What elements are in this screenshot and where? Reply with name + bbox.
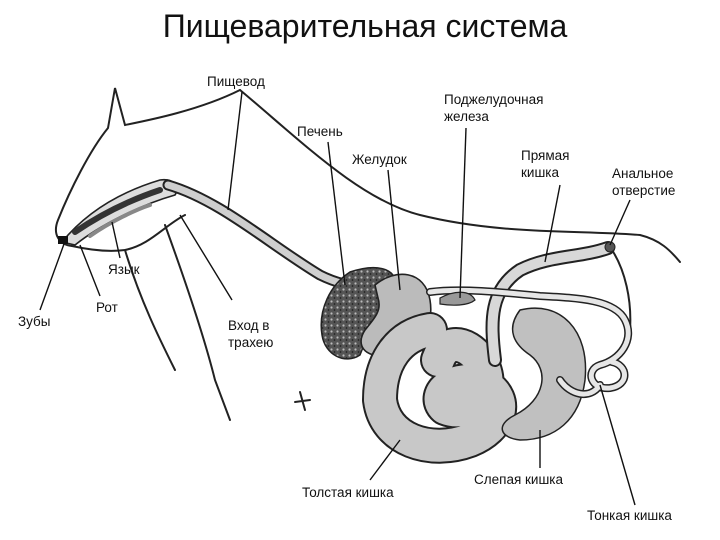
label-tongue: Язык bbox=[108, 262, 140, 277]
leader-small-intestine bbox=[600, 385, 635, 505]
leader-pancreas bbox=[460, 128, 466, 298]
label-trachea-line1: Вход в bbox=[228, 318, 269, 333]
label-liver: Печень bbox=[297, 124, 343, 139]
leader-liver bbox=[328, 142, 345, 285]
label-pancreas-line1: Поджелудочная bbox=[444, 92, 543, 107]
leader-teeth bbox=[40, 244, 64, 310]
leader-rectum bbox=[545, 185, 560, 262]
label-trachea-line2: трахею bbox=[228, 335, 273, 350]
leader-tongue bbox=[112, 222, 120, 258]
label-small-intestine: Тонкая кишка bbox=[587, 508, 672, 523]
esophagus bbox=[168, 185, 378, 287]
label-mouth: Рот bbox=[96, 300, 118, 315]
label-colon: Толстая кишка bbox=[302, 485, 394, 500]
large-intestine bbox=[380, 330, 499, 446]
label-cecum: Слепая кишка bbox=[474, 472, 563, 487]
label-rectum-line2: кишка bbox=[521, 165, 559, 180]
cecum bbox=[502, 308, 585, 440]
label-anus-line1: Анальное bbox=[612, 166, 673, 181]
label-pancreas-line2: железа bbox=[444, 109, 489, 124]
leader-esophagus bbox=[228, 92, 242, 210]
label-anus-line2: отверстие bbox=[612, 183, 675, 198]
label-teeth: Зубы bbox=[18, 314, 51, 329]
label-esophagus: Пищевод bbox=[207, 74, 265, 89]
leader-mouth bbox=[80, 245, 100, 296]
label-stomach: Желудок bbox=[352, 152, 407, 167]
label-rectum-line1: Прямая bbox=[521, 148, 569, 163]
leader-anus bbox=[610, 200, 630, 245]
leader-colon bbox=[370, 440, 400, 480]
mouth-cavity bbox=[58, 180, 177, 245]
